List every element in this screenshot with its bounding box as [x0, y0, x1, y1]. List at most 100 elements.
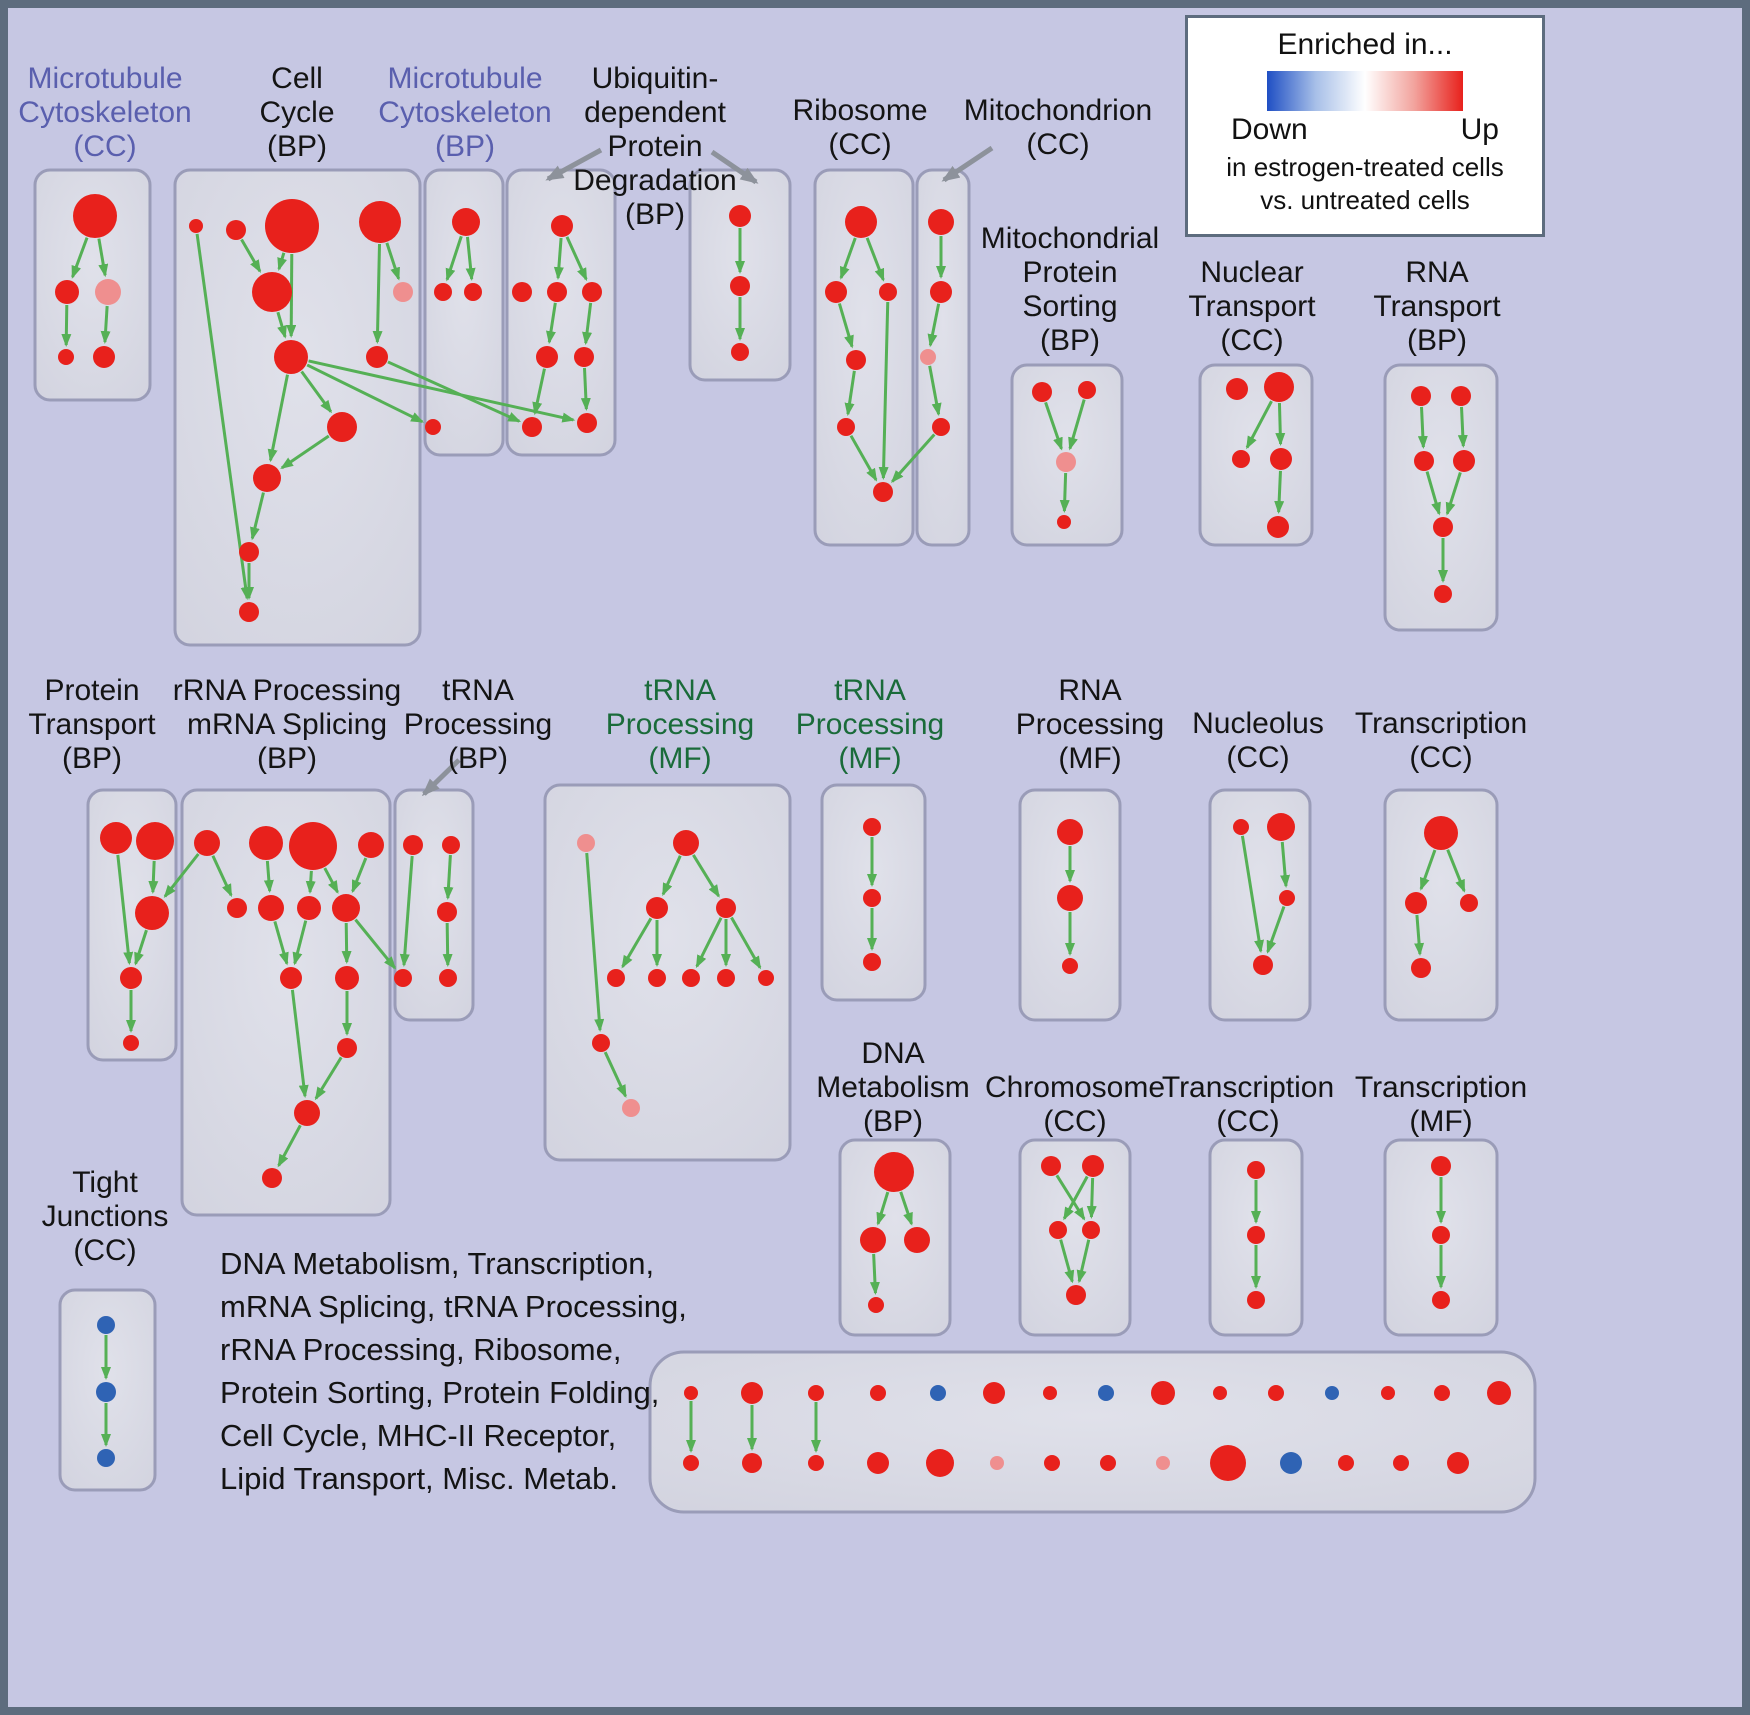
- go-term-node-t1: [1041, 1156, 1061, 1176]
- go-term-node-c3: [464, 283, 482, 301]
- go-term-node-xt11: [1268, 1385, 1284, 1401]
- edge-h1-h3: [1044, 401, 1063, 451]
- cluster-label-mitochondrion-cc: Mitochondrion(CC): [964, 94, 1152, 161]
- go-term-node-xt2: [741, 1382, 763, 1404]
- go-term-node-o1: [863, 818, 881, 836]
- category-list-line: Lipid Transport, Misc. Metab.: [220, 1461, 618, 1496]
- go-term-node-n1: [577, 834, 595, 852]
- edge-g4-f6: [890, 433, 936, 484]
- edge-t1-t4: [1055, 1174, 1086, 1221]
- edge-d1-d3: [553, 237, 564, 281]
- go-term-node-d3: [547, 282, 567, 302]
- go-term-node-a5: [93, 346, 115, 368]
- go-term-node-f6: [873, 482, 893, 502]
- go-term-node-k4: [120, 967, 142, 989]
- edge-l4-l8: [351, 857, 368, 894]
- go-term-node-xt1: [684, 1386, 698, 1400]
- go-term-node-l1: [194, 830, 220, 856]
- go-term-node-xb7: [1044, 1455, 1060, 1471]
- edge-b4-b6: [385, 242, 401, 281]
- go-term-node-q3: [1279, 890, 1295, 906]
- go-term-node-n2: [673, 830, 699, 856]
- go-term-node-r3: [1460, 894, 1478, 912]
- go-term-node-d6: [574, 347, 594, 367]
- cluster-label-transcription-mf: Transcription(MF): [1355, 1071, 1527, 1138]
- go-term-node-j3: [1414, 451, 1434, 471]
- label-pointer-arrow: [710, 149, 759, 185]
- go-term-node-t4: [1082, 1221, 1100, 1239]
- go-term-node-v2: [1432, 1226, 1450, 1244]
- category-list-line: Protein Sorting, Protein Folding,: [220, 1375, 660, 1410]
- edge-f3-f6: [878, 301, 890, 481]
- go-term-node-j5: [1433, 517, 1453, 537]
- category-list-line: mRNA Splicing, tRNA Processing,: [220, 1289, 687, 1324]
- go-term-node-l6: [258, 895, 284, 921]
- go-term-node-l4: [358, 832, 384, 858]
- go-term-node-xb3: [808, 1455, 824, 1471]
- category-list-line: Cell Cycle, MHC-II Receptor,: [220, 1418, 617, 1453]
- go-term-node-i1: [1226, 378, 1248, 400]
- go-term-node-l11: [337, 1038, 357, 1058]
- go-term-node-l7: [297, 896, 321, 920]
- go-term-node-xb6: [990, 1456, 1004, 1470]
- edge-b7-c4: [306, 363, 425, 424]
- go-term-node-s2: [860, 1227, 886, 1253]
- go-term-node-l10: [335, 966, 359, 990]
- go-term-node-b10: [253, 464, 281, 492]
- go-term-node-q4: [1253, 955, 1273, 975]
- go-term-node-xb2: [742, 1453, 762, 1473]
- cluster-box-ubiquitin-degradation-bp: [505, 168, 617, 457]
- label-pointer-arrow: [421, 758, 461, 797]
- edge-l1-l5: [211, 855, 233, 898]
- go-term-node-u1: [1247, 1161, 1265, 1179]
- go-term-node-xt5: [930, 1385, 946, 1401]
- go-term-node-p2: [1057, 885, 1083, 911]
- go-term-node-n4: [716, 898, 736, 918]
- edge-t4-t5: [1076, 1239, 1091, 1284]
- go-term-node-xb9: [1156, 1456, 1170, 1470]
- go-term-node-xt8: [1098, 1385, 1114, 1401]
- go-term-node-g2: [930, 281, 952, 303]
- edge-d1-d4: [565, 236, 588, 282]
- go-term-node-j4: [1453, 450, 1475, 472]
- go-term-node-i4: [1270, 448, 1292, 470]
- edge-s1-s3: [899, 1191, 913, 1226]
- go-term-node-xt3: [808, 1385, 824, 1401]
- edge-b8-d7: [387, 360, 522, 423]
- go-term-node-xb4: [867, 1452, 889, 1474]
- edge-d5-d7: [532, 368, 546, 416]
- go-term-node-w2: [96, 1382, 116, 1402]
- go-term-node-e1: [729, 205, 751, 227]
- edge-k1-k4: [116, 854, 134, 966]
- legend-title: Enriched in...: [1277, 28, 1453, 61]
- edge-l11-l12: [314, 1056, 343, 1101]
- edge-f2-f4: [837, 303, 854, 349]
- cluster-box-dna-metabolism-bp: [838, 1138, 952, 1337]
- go-term-node-xb5: [926, 1449, 954, 1477]
- edge-r2-r4: [1414, 914, 1425, 957]
- edge-t2-t3: [1062, 1175, 1089, 1221]
- cluster-label-nucleolus-cc: Nucleolus(CC): [1192, 707, 1324, 774]
- go-term-node-xb10: [1210, 1445, 1246, 1481]
- edge-c1-c3: [465, 236, 476, 282]
- go-term-node-d5: [536, 346, 558, 368]
- edge-l7-l9: [292, 920, 308, 966]
- go-term-node-b12: [239, 602, 259, 622]
- go-term-node-n5: [607, 969, 625, 987]
- go-term-node-h4: [1057, 515, 1071, 529]
- edge-m2-m3: [443, 854, 454, 901]
- cluster-box-microtubule-bp: [423, 168, 505, 457]
- edge-f1-f3: [865, 237, 885, 282]
- go-term-node-d2: [512, 282, 532, 302]
- edge-n1-n10: [585, 852, 605, 1033]
- go-term-node-s4: [868, 1297, 884, 1313]
- go-term-node-c2: [434, 283, 452, 301]
- edge-a1-a3: [97, 238, 109, 278]
- edge-d3-d5: [546, 302, 557, 345]
